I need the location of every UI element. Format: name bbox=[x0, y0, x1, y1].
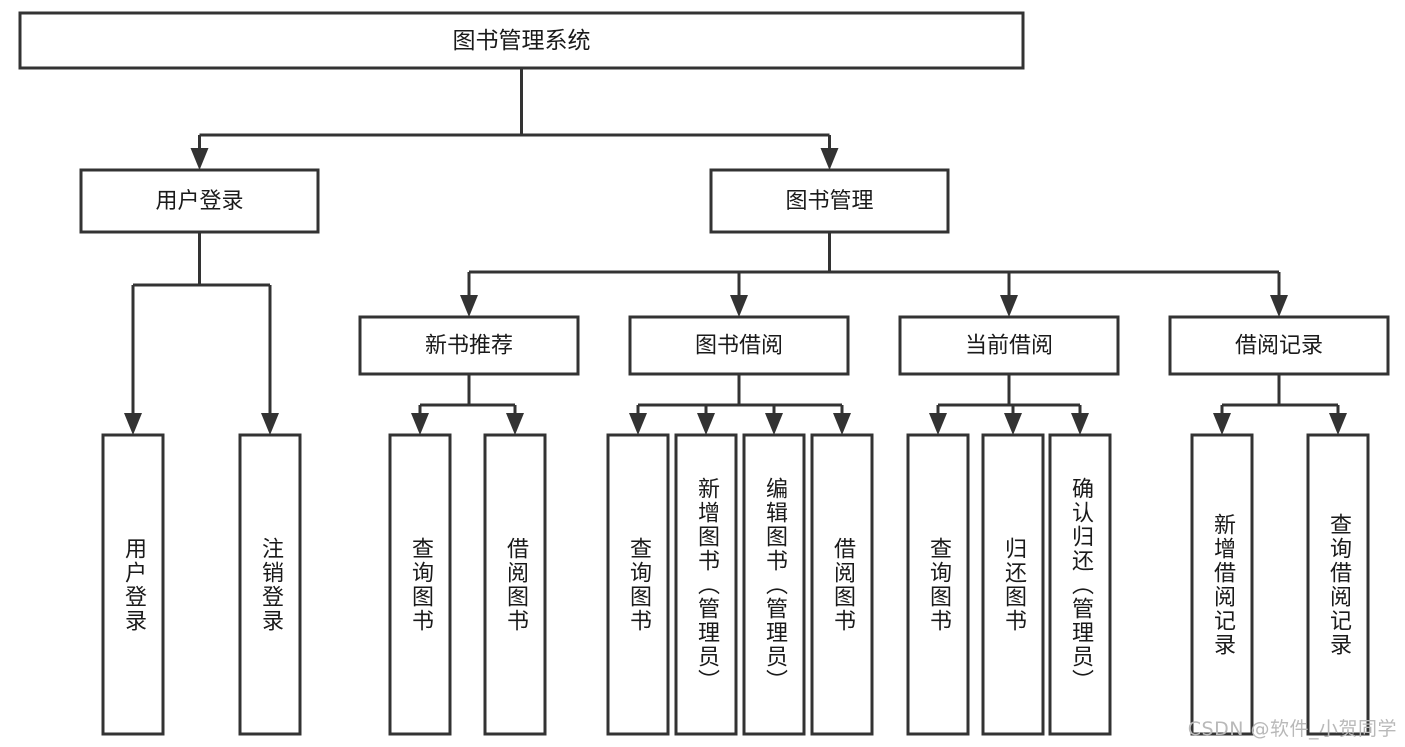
new-book-recommend-arrowhead-0 bbox=[411, 413, 429, 435]
node-box-query-borrow-record[interactable] bbox=[1306, 433, 1370, 736]
node-box-book-management[interactable] bbox=[709, 168, 950, 234]
root-arrowhead-1 bbox=[820, 148, 839, 170]
node-label-book-management: 图书管理 bbox=[785, 189, 873, 214]
book-management-arrowhead-1 bbox=[730, 295, 748, 317]
node-box-current-borrow[interactable] bbox=[898, 315, 1120, 376]
node-label-current-borrow: 当前借阅 bbox=[965, 334, 1053, 359]
book-borrow-arrowhead-2 bbox=[765, 413, 783, 435]
current-borrow-arrowhead-1 bbox=[1004, 413, 1022, 435]
book-management-arrowhead-3 bbox=[1270, 295, 1288, 317]
node-label-root: 图书管理系统 bbox=[453, 28, 591, 54]
node-label-book-borrow: 图书借阅 bbox=[695, 334, 783, 359]
node-box-user-login-do[interactable] bbox=[101, 433, 165, 736]
node-box-borrow-book-1[interactable] bbox=[483, 433, 547, 736]
node-box-query-book-1[interactable] bbox=[388, 433, 452, 736]
node-box-add-borrow-record[interactable] bbox=[1190, 433, 1254, 736]
node-box-confirm-return[interactable] bbox=[1048, 433, 1112, 736]
node-box-query-book-3[interactable] bbox=[906, 433, 970, 736]
root-arrowhead-0 bbox=[190, 148, 209, 170]
user-login-arrowhead-0 bbox=[124, 413, 142, 435]
node-box-new-book-recommend[interactable] bbox=[358, 315, 580, 376]
node-box-borrow-book-2[interactable] bbox=[810, 433, 874, 736]
book-management-arrowhead-2 bbox=[1000, 295, 1018, 317]
node-label-new-book-recommend: 新书推荐 bbox=[425, 334, 513, 359]
book-borrow-arrowhead-3 bbox=[833, 413, 851, 435]
node-box-root[interactable] bbox=[18, 11, 1025, 70]
user-login-arrowhead-1 bbox=[261, 413, 279, 435]
current-borrow-arrowhead-0 bbox=[929, 413, 947, 435]
connectors-layer bbox=[124, 68, 1347, 435]
node-box-user-logout[interactable] bbox=[238, 433, 302, 736]
node-box-query-book-2[interactable] bbox=[606, 433, 670, 736]
new-book-recommend-arrowhead-1 bbox=[506, 413, 524, 435]
node-box-return-book[interactable] bbox=[981, 433, 1045, 736]
node-box-borrow-records[interactable] bbox=[1168, 315, 1390, 376]
borrow-records-arrowhead-1 bbox=[1329, 413, 1347, 435]
watermark-text: CSDN @软件_小贺同学 bbox=[1187, 718, 1397, 740]
book-borrow-arrowhead-1 bbox=[697, 413, 715, 435]
node-label-user-login: 用户登录 bbox=[155, 189, 243, 214]
node-box-user-login[interactable] bbox=[79, 168, 320, 234]
borrow-records-arrowhead-0 bbox=[1213, 413, 1231, 435]
node-box-book-borrow[interactable] bbox=[628, 315, 850, 376]
node-box-edit-book[interactable] bbox=[742, 433, 806, 736]
book-management-arrowhead-0 bbox=[460, 295, 478, 317]
node-box-add-book[interactable] bbox=[674, 433, 738, 736]
current-borrow-arrowhead-2 bbox=[1071, 413, 1089, 435]
book-borrow-arrowhead-0 bbox=[629, 413, 647, 435]
node-label-borrow-records: 借阅记录 bbox=[1235, 334, 1323, 359]
